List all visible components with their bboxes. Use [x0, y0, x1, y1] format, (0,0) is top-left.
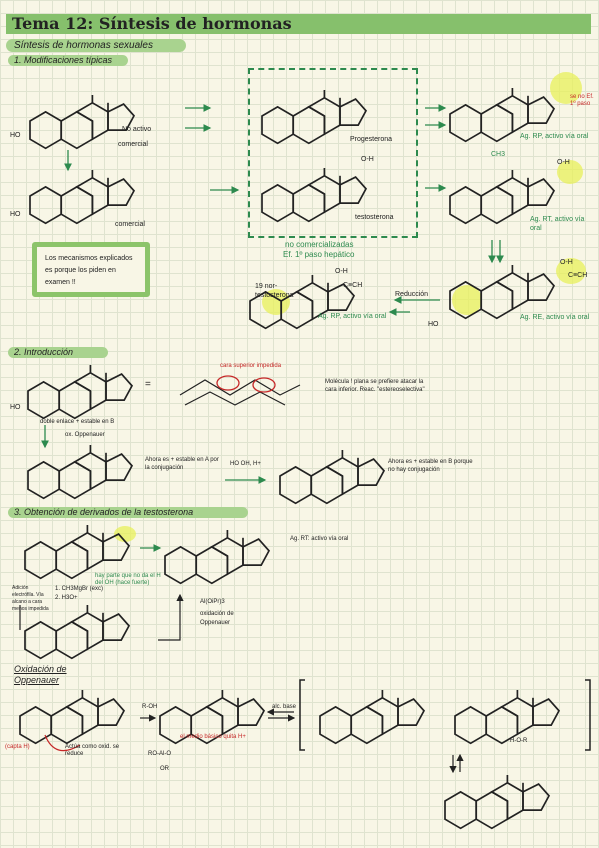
label-ag-rp: Ag. RP, activo vía oral	[318, 313, 387, 320]
label-no-comercializadas: no comercializadas	[285, 240, 354, 249]
label-reactivo: HO OH, H+	[230, 461, 261, 467]
highlight-circle	[452, 285, 482, 315]
label-se-no-ef: se no Ef. 1º paso	[570, 94, 594, 107]
label-ahora-a: Ahora es + estable en A por la conjugaci…	[145, 457, 219, 471]
steroid-structure	[261, 167, 367, 223]
steroid-structure	[319, 689, 425, 745]
steroid-structure	[24, 524, 130, 580]
label-ch3: CH3	[491, 151, 506, 158]
label-nortest: 19 nor-testosterona	[255, 283, 294, 299]
chair-sketch	[179, 379, 301, 406]
label-ahora-b: Ahora es + estable en B porque no hay co…	[388, 459, 473, 473]
highlight-circle	[557, 160, 583, 184]
steroid-structure	[444, 774, 550, 830]
highlight-circle	[114, 526, 136, 542]
label-al: Al(OiPr)3	[200, 599, 225, 605]
page-title: Tema 12: Síntesis de hormonas	[6, 14, 591, 34]
arrow	[158, 593, 184, 641]
label-oh: O-H	[557, 159, 570, 166]
steroid-structure	[454, 689, 560, 745]
label-ho: HO	[10, 404, 21, 411]
label-molecula: Molécula ! plana se prefiere atacar la c…	[325, 379, 425, 393]
steroid-structure	[164, 529, 270, 585]
label-capta: (capta H)	[5, 744, 30, 750]
circle-mark	[216, 375, 240, 391]
label-actua: Actúa como oxid. se reduce	[65, 744, 120, 757]
label-or: OR	[160, 766, 169, 772]
label-oh: O-H	[335, 268, 348, 275]
steroid-structure	[29, 169, 135, 225]
note-box: Los mecanismos explicados es porque los …	[32, 242, 150, 297]
equals-sign: =	[145, 379, 151, 390]
note-box-text: Los mecanismos explicados es porque los …	[45, 255, 133, 286]
label-medio: el medio básico quita H+	[180, 734, 246, 740]
label-grignard: 1. CH3MgBr (exc)	[55, 586, 104, 592]
label-hay-parte: hay parte que no da el H del OH (hace fu…	[95, 573, 161, 586]
label-cch: C≡CH	[568, 272, 588, 279]
label-cara-sup: cara superior impedida	[220, 363, 282, 369]
label-ag-rp: Ag. RP, activo vía oral	[520, 133, 589, 140]
steroid-structure	[19, 689, 125, 745]
section-3: 3. Obtención de derivados de la testoste…	[8, 507, 248, 518]
dashed-frame	[248, 68, 418, 238]
label-testosterona: testosterona	[355, 214, 394, 221]
section-4: Oxidación de Oppenauer	[14, 664, 67, 685]
label-progesterona: Progesterona	[350, 136, 393, 143]
highlight-circle	[550, 72, 582, 104]
steroid-structure	[279, 449, 385, 505]
bracket	[585, 679, 591, 751]
label-no-activo: No activo	[122, 126, 152, 133]
bracket	[299, 679, 305, 751]
label-ro-al: RO-Al-O	[148, 751, 171, 757]
label-adicion: Adición electrófila. Vía alcano a cara m…	[12, 585, 49, 612]
label-comercial: comercial	[115, 221, 145, 228]
label-alc-base: alc. base	[272, 704, 297, 710]
label-oxidacion-opp: oxidación de Oppenauer	[200, 611, 234, 626]
steroid-structure	[27, 444, 133, 500]
label-h3o: 2. H3O+	[55, 595, 78, 601]
label-cch: C≡CH	[343, 282, 363, 289]
label-reduccion: Reducción	[395, 291, 429, 298]
label-ef-paso: Ef. 1º paso hepático	[283, 250, 355, 259]
label-ho: HO	[10, 211, 21, 218]
label-h-o-r: H-O-R	[510, 738, 528, 744]
mechanism-curve	[44, 734, 81, 752]
label-oh: O-H	[361, 156, 374, 163]
steroid-structure	[27, 364, 133, 420]
circle-mark	[252, 377, 276, 393]
label-doble-enlace: doble enlace + estable en B	[40, 419, 115, 425]
label-ho: HO	[428, 321, 439, 328]
label-comercial: comercial	[118, 141, 148, 148]
subtitle: Síntesis de hormonas sexuales	[6, 39, 186, 52]
label-oh: O-H	[560, 259, 573, 266]
label-ro-oh: R-OH	[142, 704, 158, 710]
label-ag-rt: Ag. RT, activo vía oral	[530, 216, 585, 232]
section-2: 2. Introducción	[8, 347, 108, 358]
label-ag-rt-activo: Ag. RT: activo vía oral	[290, 536, 349, 542]
steroid-structure	[449, 264, 555, 320]
label-ho: HO	[10, 132, 21, 139]
label-ag-re: Ag. RE, activo vía oral	[520, 314, 590, 321]
label-ox-opp: ox. Oppenauer	[65, 432, 105, 438]
highlight-circle	[556, 258, 586, 284]
section-1: 1. Modificaciones típicas	[8, 55, 128, 66]
